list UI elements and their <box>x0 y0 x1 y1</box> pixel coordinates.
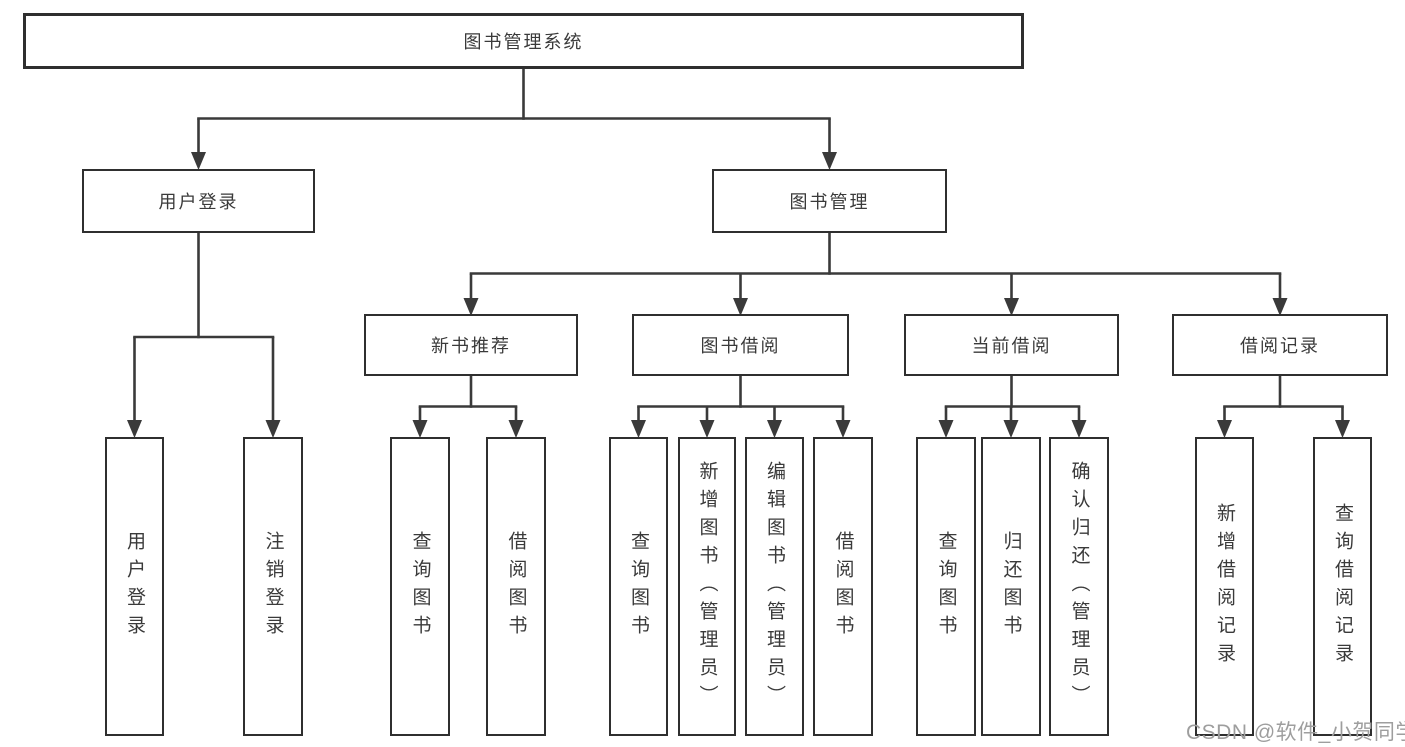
leaf-return-book: 归还图书 <box>981 437 1041 736</box>
node-label: 新书推荐 <box>431 336 511 356</box>
node-label: 确认归还（管理员） <box>1068 460 1090 713</box>
node-label: 归还图书 <box>1000 530 1022 643</box>
leaf-edit-book-admin: 编辑图书（管理员） <box>745 437 804 736</box>
node-book-borrow: 图书借阅 <box>632 314 849 376</box>
leaf-query-book-recommend: 查询图书 <box>390 437 450 736</box>
node-label: 借阅记录 <box>1240 336 1320 356</box>
leaf-query-book-borrow: 查询图书 <box>609 437 668 736</box>
node-label: 借阅图书 <box>832 530 854 643</box>
leaf-add-book-admin: 新增图书（管理员） <box>678 437 736 736</box>
node-label: 图书管理系统 <box>463 32 584 52</box>
leaf-user-login: 用户登录 <box>105 437 164 736</box>
node-label: 用户登录 <box>124 530 145 643</box>
node-current-borrow: 当前借阅 <box>904 314 1119 376</box>
node-label: 查询借阅记录 <box>1332 502 1353 671</box>
node-label: 查询图书 <box>628 530 649 643</box>
node-user-login: 用户登录 <box>82 169 315 233</box>
leaf-borrow-book: 借阅图书 <box>813 437 873 736</box>
node-label: 图书管理 <box>789 192 870 212</box>
node-label: 编辑图书（管理员） <box>764 460 785 713</box>
node-label: 用户登录 <box>158 192 239 212</box>
node-label: 当前借阅 <box>971 336 1052 356</box>
node-label: 新增借阅记录 <box>1214 502 1235 671</box>
node-new-book-recommend: 新书推荐 <box>364 314 578 376</box>
leaf-logout: 注销登录 <box>243 437 303 736</box>
node-borrow-record: 借阅记录 <box>1172 314 1388 376</box>
leaf-add-borrow-record: 新增借阅记录 <box>1195 437 1254 736</box>
node-label: 查询图书 <box>935 530 957 643</box>
leaf-borrow-book-recommend: 借阅图书 <box>486 437 546 736</box>
node-label: 注销登录 <box>262 530 284 643</box>
node-label: 新增图书（管理员） <box>696 460 718 713</box>
node-book-management: 图书管理 <box>712 169 947 233</box>
leaf-query-borrow-record: 查询借阅记录 <box>1313 437 1372 736</box>
leaf-confirm-return-admin: 确认归还（管理员） <box>1049 437 1109 736</box>
node-label: 借阅图书 <box>505 530 527 643</box>
node-label: 查询图书 <box>409 530 431 643</box>
node-root: 图书管理系统 <box>23 13 1024 69</box>
csdn-watermark: CSDN @软件_小贺同学 <box>1186 721 1405 744</box>
node-label: 图书借阅 <box>700 336 781 356</box>
leaf-query-book-current: 查询图书 <box>916 437 976 736</box>
